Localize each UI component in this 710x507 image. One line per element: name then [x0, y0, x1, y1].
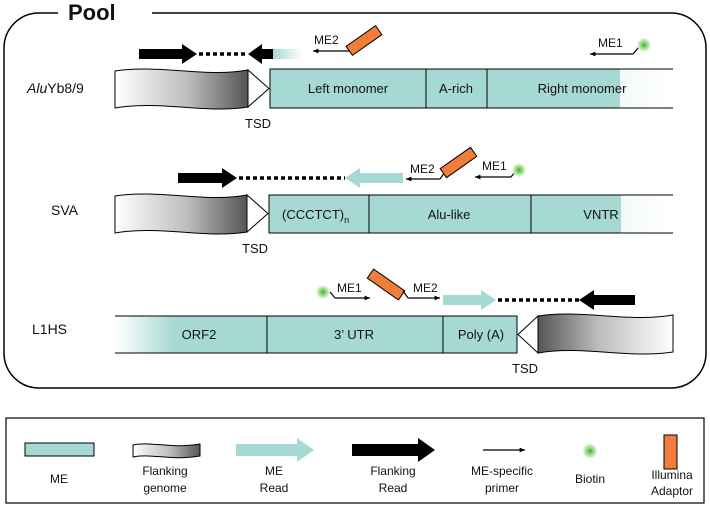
- sva-segment-ccctct: (CCCTCT)n: [282, 207, 349, 225]
- l1hs-segment-polya: Poly (A): [458, 327, 504, 342]
- legend-label-me-read-1: ME: [265, 464, 283, 478]
- sva-flanking-read-arrow: [178, 168, 237, 188]
- l1hs-segment-3utr: 3’ UTR: [334, 327, 374, 342]
- pool-frame: Pool: [3, 0, 707, 389]
- me-box-icon: [24, 442, 95, 457]
- alu-tsd-triangle: [247, 68, 270, 109]
- alu-row: AluYb8/9 TSD Left monomer A-rich Right m…: [26, 24, 673, 131]
- alu-primer-me2-label: ME2: [314, 33, 339, 47]
- l1hs-flanking-genome: [537, 313, 674, 355]
- alu-name-rest: Yb8/9: [47, 80, 84, 96]
- l1hs-me-read-arrow: [443, 290, 496, 310]
- sva-tsd-triangle: [246, 193, 269, 234]
- legend-frame: [5, 417, 705, 504]
- l1hs-tsd-triangle: [517, 314, 539, 355]
- sva-me-body-solid: [269, 195, 621, 233]
- l1hs-row-label: L1HS: [32, 321, 67, 337]
- sva-illumina-adaptor: [439, 146, 478, 179]
- legend: ME Flanking genome ME Read Flanking Read…: [5, 417, 705, 504]
- legend-item-adaptor: Illumina Adaptor: [651, 434, 693, 498]
- alu-flanking-read-arrow: [139, 44, 197, 64]
- sva-primer-me2-label: ME2: [410, 162, 435, 176]
- sva-segment-alu-like: Alu-like: [428, 207, 471, 222]
- legend-label-adaptor-1: Illumina: [651, 468, 693, 482]
- sva-segment-vntr: VNTR: [583, 207, 618, 222]
- legend-label-me-read-2: Read: [260, 481, 289, 495]
- sva-segment-ccctct-sub: n: [344, 215, 349, 225]
- alu-illumina-adaptor: [345, 24, 383, 57]
- l1hs-primer-me2-tail: [402, 290, 409, 299]
- alu-segment-right-monomer: Right monomer: [538, 81, 628, 96]
- l1hs-primer-me2-label: ME2: [413, 281, 438, 295]
- l1hs-flanking-read-arrow: [579, 290, 635, 310]
- flanking-read-arrow-icon: [352, 438, 435, 462]
- alu-segment-a-rich: A-rich: [439, 81, 473, 96]
- l1hs-me-outline: [115, 315, 518, 354]
- biotin-icon: [583, 444, 597, 458]
- legend-label-me: ME: [50, 472, 68, 486]
- legend-item-primer: ME-specific primer: [471, 447, 533, 495]
- legend-item-flanking-genome: Flanking genome: [132, 443, 201, 495]
- l1hs-primer-me1-tail: [329, 291, 336, 299]
- legend-label-flanking-read-2: Read: [379, 481, 408, 495]
- legend-item-me-read: ME Read: [236, 438, 314, 495]
- legend-label-flanking-genome-1: Flanking: [142, 464, 187, 478]
- l1hs-illumina-adaptor: [366, 268, 406, 301]
- l1hs-primer-me1-label: ME1: [337, 281, 362, 295]
- alu-name-italic: Alu: [26, 80, 47, 96]
- legend-item-flanking-read: Flanking Read: [352, 438, 435, 495]
- alu-primer-me1-tail: [632, 46, 640, 55]
- sva-primer-me1-label: ME1: [482, 159, 507, 173]
- alu-me-outline: [269, 68, 673, 109]
- legend-label-primer-2: primer: [485, 481, 519, 495]
- legend-label-flanking-read-1: Flanking: [370, 464, 415, 478]
- alu-flanking-read-arrow-2: [248, 44, 273, 64]
- alu-me-body-solid: [270, 69, 620, 108]
- legend-label-flanking-genome-2: genome: [143, 481, 187, 495]
- legend-item-biotin: Biotin: [575, 444, 605, 486]
- sva-me-read-arrow: [345, 168, 403, 188]
- legend-item-me: ME: [24, 442, 95, 486]
- l1hs-me-body-fade: [115, 316, 175, 353]
- l1hs-segment-orf2: ORF2: [182, 327, 217, 342]
- l1hs-biotin: [316, 285, 330, 299]
- legend-label-biotin: Biotin: [575, 472, 605, 486]
- sva-row: SVA TSD (CCCTCT)n Alu-like VNTR ME2 ME1: [51, 146, 673, 256]
- alu-flanking-genome: [114, 68, 249, 110]
- pool-title: Pool: [68, 0, 116, 25]
- legend-label-primer-1: ME-specific: [471, 464, 533, 478]
- sva-segment-ccctct-main: (CCCTCT): [282, 207, 344, 222]
- alu-row-label: AluYb8/9: [26, 80, 84, 96]
- alu-tsd-label: TSD: [245, 116, 271, 131]
- me-read-arrow-icon: [236, 438, 314, 462]
- flanking-genome-icon: [132, 443, 201, 459]
- sva-flanking-genome: [114, 193, 248, 235]
- l1hs-me-body-solid: [175, 316, 517, 353]
- alu-primer-me1-label: ME1: [598, 36, 623, 50]
- legend-label-adaptor-2: Adaptor: [651, 484, 693, 498]
- alu-biotin: [637, 38, 651, 52]
- adaptor-icon: [663, 434, 678, 470]
- l1hs-row: L1HS ORF2 3’ UTR Poly (A) TSD ME1 ME2: [32, 268, 674, 376]
- sva-me-outline: [268, 194, 673, 234]
- l1hs-tsd-label: TSD: [512, 361, 538, 376]
- sva-tsd-label: TSD: [242, 241, 268, 256]
- alu-me-read: [273, 49, 303, 59]
- sva-biotin: [512, 163, 526, 177]
- sva-row-label: SVA: [51, 202, 79, 218]
- alu-segment-left-monomer: Left monomer: [308, 81, 389, 96]
